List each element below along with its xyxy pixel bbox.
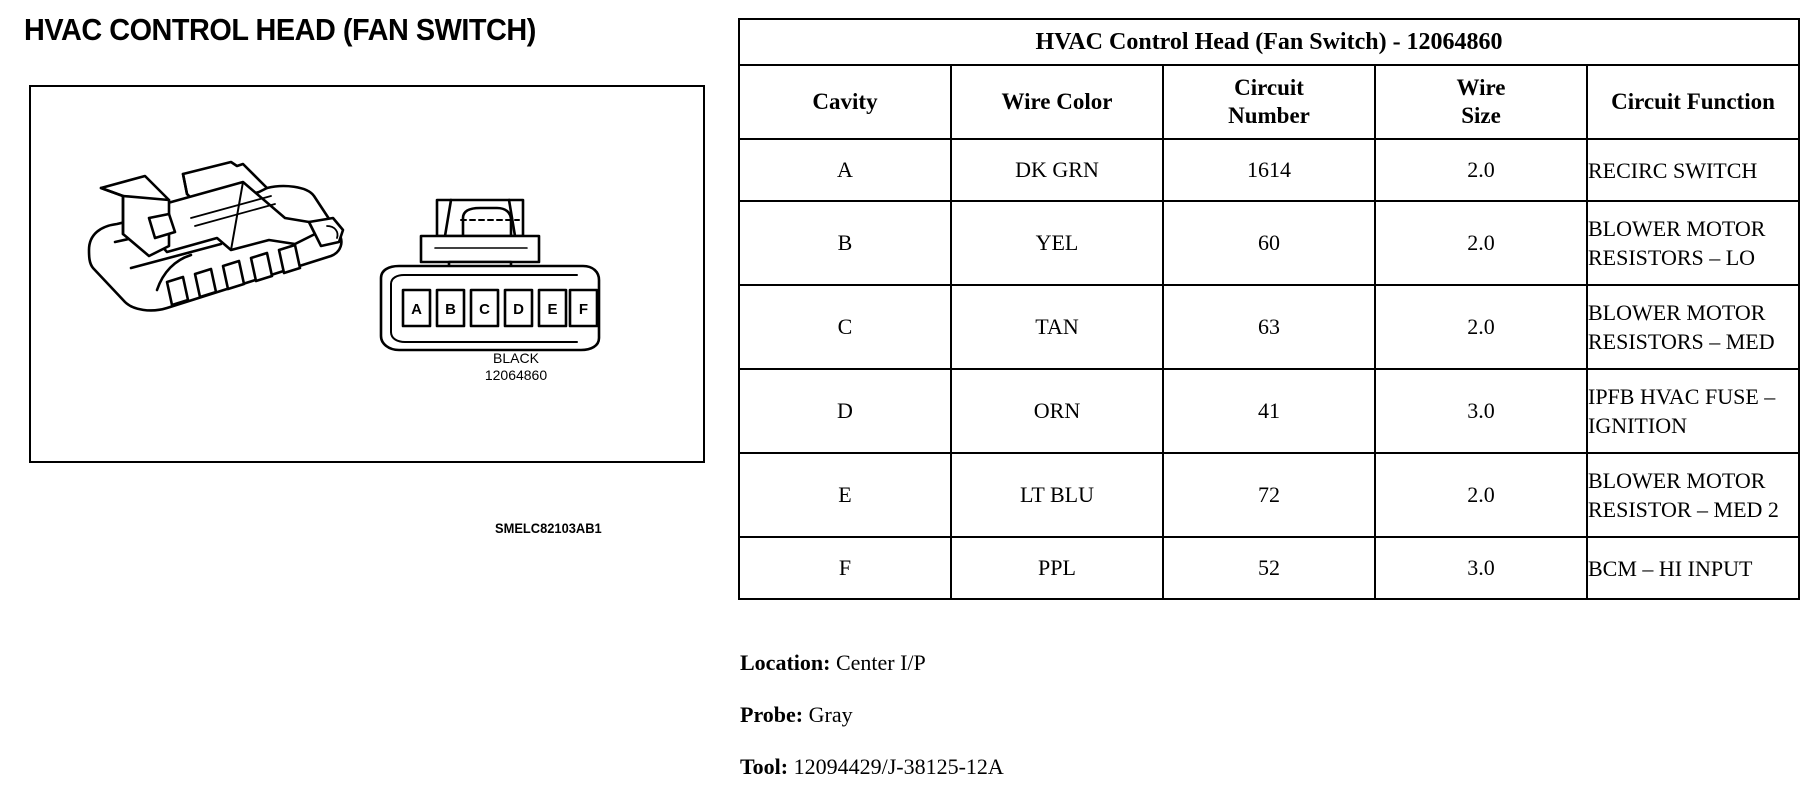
cell-wire-size: 2.0 [1374, 284, 1588, 370]
cell-circuit-number: 1614 [1162, 138, 1376, 202]
cell-circuit-function: BLOWER MOTOR RESISTORS – LO [1586, 200, 1800, 286]
cell-cavity: C [738, 284, 952, 370]
table-row: D ORN 41 3.0 IPFB HVAC FUSE – IGNITION [738, 368, 1800, 454]
table-row: F PPL 52 3.0 BCM – HI INPUT [738, 536, 1800, 600]
location-label: Location: [740, 650, 831, 675]
cell-circuit-number: 41 [1162, 368, 1376, 454]
cell-cavity: A [738, 138, 952, 202]
connector-metadata-footer: Location: Center I/P Probe: Gray Tool: 1… [740, 650, 1740, 806]
cell-wire-size: 3.0 [1374, 536, 1588, 600]
cell-circuit-function: BLOWER MOTOR RESISTORS – MED [1586, 284, 1800, 370]
table-row: A DK GRN 1614 2.0 RECIRC SWITCH [738, 138, 1800, 202]
connector-illustration-panel: HVAC CONTROL HEAD (FAN SWITCH) [0, 0, 760, 800]
pin-label-a: A [411, 301, 422, 318]
location-line: Location: Center I/P [740, 650, 1740, 676]
cell-wire-size: 2.0 [1374, 138, 1588, 202]
illustration-box: A B C D E F BLACK 12064860 [29, 85, 705, 463]
probe-label: Probe: [740, 702, 804, 727]
cell-wire-size: 2.0 [1374, 452, 1588, 538]
table-title: HVAC Control Head (Fan Switch) - 1206486… [738, 18, 1800, 66]
probe-line: Probe: Gray [740, 702, 1740, 728]
table-row: C TAN 63 2.0 BLOWER MOTOR RESISTORS – ME… [738, 284, 1800, 370]
cell-wire-size: 2.0 [1374, 200, 1588, 286]
cell-circuit-function: BCM – HI INPUT [1586, 536, 1800, 600]
cell-circuit-number: 60 [1162, 200, 1376, 286]
cell-wire-size: 3.0 [1374, 368, 1588, 454]
cell-circuit-number: 63 [1162, 284, 1376, 370]
table-row: E LT BLU 72 2.0 BLOWER MOTOR RESISTOR – … [738, 452, 1800, 538]
cell-cavity: D [738, 368, 952, 454]
cell-cavity: F [738, 536, 952, 600]
cell-circuit-function: BLOWER MOTOR RESISTOR – MED 2 [1586, 452, 1800, 538]
page-title: HVAC CONTROL HEAD (FAN SWITCH) [24, 12, 536, 47]
cell-wire-color: LT BLU [950, 452, 1164, 538]
pinout-table: HVAC Control Head (Fan Switch) - 1206486… [738, 18, 1800, 600]
tool-value: 12094429/J-38125-12A [793, 754, 1004, 779]
cell-wire-color: TAN [950, 284, 1164, 370]
table-row: B YEL 60 2.0 BLOWER MOTOR RESISTORS – LO [738, 200, 1800, 286]
column-header-wire-color: Wire Color [950, 64, 1164, 140]
connector-body-3d-drawing [87, 160, 345, 312]
tool-line: Tool: 12094429/J-38125-12A [740, 754, 1740, 780]
connector-front-view-pin-diagram: A B C D E F [379, 198, 601, 352]
column-header-circuit-function: Circuit Function [1586, 64, 1800, 140]
tool-label: Tool: [740, 754, 789, 779]
connector-caption: BLACK 12064860 [416, 350, 616, 384]
cell-wire-color: YEL [950, 200, 1164, 286]
pin-label-b: B [445, 301, 456, 318]
pin-label-f: F [579, 301, 588, 318]
cell-circuit-function: IPFB HVAC FUSE – IGNITION [1586, 368, 1800, 454]
connector-color-label: BLACK [493, 350, 539, 366]
cell-circuit-number: 72 [1162, 452, 1376, 538]
cell-wire-color: ORN [950, 368, 1164, 454]
connector-part-number-label: 12064860 [484, 367, 548, 383]
location-value: Center I/P [835, 650, 926, 675]
pin-label-e: E [547, 301, 557, 318]
figure-reference-code: SMELC82103AB1 [495, 520, 602, 536]
cell-cavity: B [738, 200, 952, 286]
pin-label-c: C [479, 301, 490, 318]
pinout-table-panel: HVAC Control Head (Fan Switch) - 1206486… [738, 18, 1808, 600]
probe-value: Gray [808, 702, 853, 727]
table-title-row: HVAC Control Head (Fan Switch) - 1206486… [738, 18, 1800, 66]
cell-wire-color: PPL [950, 536, 1164, 600]
cell-circuit-function: RECIRC SWITCH [1586, 138, 1800, 202]
pin-label-d: D [513, 301, 524, 318]
column-header-wire-size: Wire Size [1374, 64, 1588, 140]
cell-wire-color: DK GRN [950, 138, 1164, 202]
column-header-cavity: Cavity [738, 64, 952, 140]
column-header-circuit-number: Circuit Number [1162, 64, 1376, 140]
cell-circuit-number: 52 [1162, 536, 1376, 600]
cell-cavity: E [738, 452, 952, 538]
table-header-row: Cavity Wire Color Circuit Number Wire Si… [738, 64, 1800, 140]
